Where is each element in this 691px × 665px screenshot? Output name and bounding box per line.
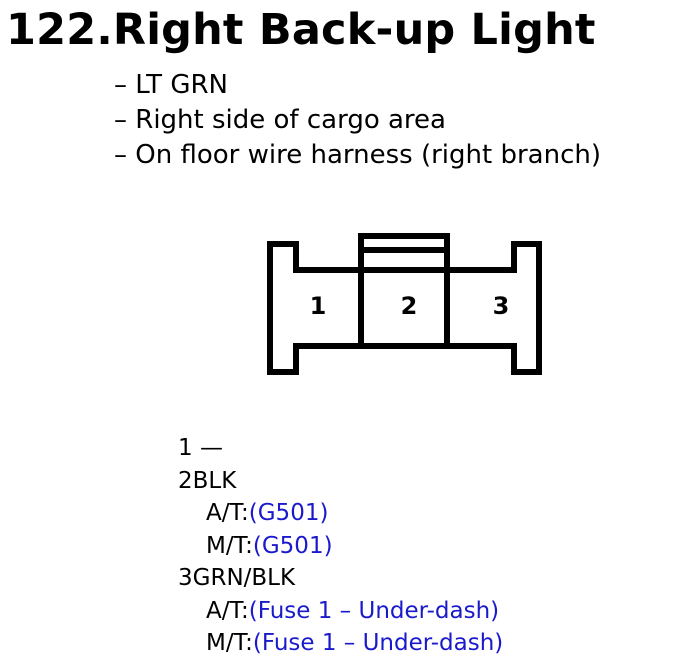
pin-label-2: 2 bbox=[401, 292, 418, 320]
pin-wire: — bbox=[192, 435, 223, 461]
note-location: – Right side of cargo area bbox=[114, 105, 446, 135]
pin2-at-row: A/T:(G501) bbox=[178, 497, 503, 530]
pin-label-3: 3 bbox=[493, 292, 510, 320]
pin-number: 2 bbox=[178, 467, 193, 494]
pin-row-2: 2BLK bbox=[178, 465, 503, 498]
pin2-mt-row: M/T:(G501) bbox=[178, 530, 503, 563]
mt-label: M/T: bbox=[206, 532, 253, 559]
note-harness: – On floor wire harness (right branch) bbox=[114, 140, 601, 170]
pin3-mt-row: M/T:(Fuse 1 – Under-dash) bbox=[178, 627, 503, 660]
pin-number: 1 bbox=[178, 435, 193, 461]
pin3-at-link[interactable]: (Fuse 1 – Under-dash) bbox=[248, 597, 500, 624]
pin-list: 1 — 2BLK A/T:(G501) M/T:(G501) 3GRN/BLK … bbox=[178, 432, 503, 660]
note-color: – LT GRN bbox=[114, 70, 228, 100]
pin2-at-link[interactable]: (G501) bbox=[248, 500, 329, 526]
pin3-mt-link[interactable]: (Fuse 1 – Under-dash) bbox=[252, 630, 504, 656]
pin-row-1: 1 — bbox=[178, 432, 503, 465]
connector-latch bbox=[358, 233, 450, 349]
page-title: 122.Right Back-up Light bbox=[6, 5, 596, 55]
pin-row-3: 3GRN/BLK bbox=[178, 562, 503, 595]
at-label: A/T: bbox=[206, 597, 249, 624]
pin-wire: BLK bbox=[192, 467, 237, 494]
pin2-mt-link[interactable]: (G501) bbox=[252, 532, 333, 559]
at-label: A/T: bbox=[206, 500, 249, 526]
pin-label-1: 1 bbox=[310, 292, 327, 320]
mt-label: M/T: bbox=[206, 630, 253, 656]
pin-number: 3 bbox=[178, 565, 193, 591]
pin3-at-row: A/T:(Fuse 1 – Under-dash) bbox=[178, 595, 503, 628]
connector-outline bbox=[267, 241, 542, 375]
pin-wire: GRN/BLK bbox=[192, 565, 296, 591]
connector-diagram: 1 2 3 bbox=[267, 233, 542, 375]
connector-notes: – LT GRN – Right side of cargo area – On… bbox=[114, 68, 601, 173]
